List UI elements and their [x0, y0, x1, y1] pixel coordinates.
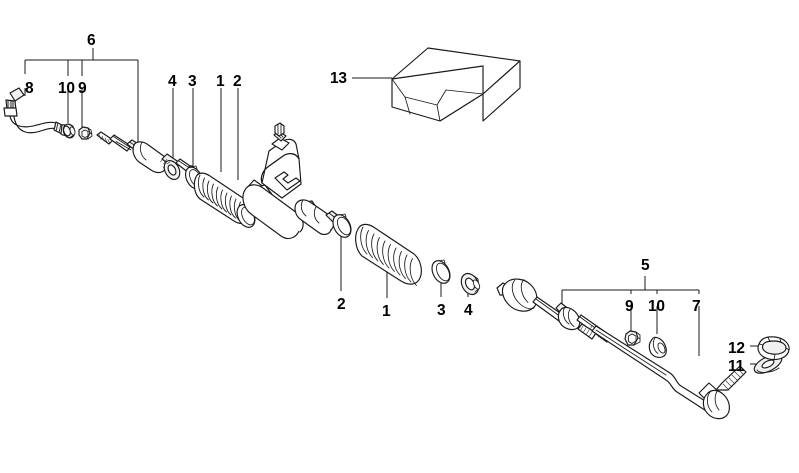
part-10-sleeve-left [62, 123, 76, 139]
part-1-bellows-lower [355, 223, 422, 286]
part-12-castle-nut [757, 336, 790, 361]
part-2-clamp-lower [332, 213, 352, 238]
part-3-clamp-lower [431, 259, 451, 284]
callout-6: 6 [87, 32, 96, 49]
callout-2-top: 2 [233, 73, 242, 90]
leaders-right-group [630, 306, 700, 356]
part-4-washer-lower [460, 272, 481, 296]
leaders-left-group [24, 88, 83, 128]
callout-4-bottom: 4 [464, 302, 473, 319]
part-7-outer-tie-rod [577, 323, 747, 420]
bracket-6 [24, 48, 139, 155]
part-10-sleeve-right [648, 336, 667, 358]
callout-12: 12 [728, 340, 745, 357]
callout-9-left: 9 [78, 80, 87, 97]
callout-10-left: 10 [58, 80, 75, 97]
bracket-5 [561, 276, 700, 306]
callout-8: 8 [25, 80, 34, 97]
callout-1-top: 1 [216, 73, 225, 90]
part-8-hydraulic-hose [3, 87, 70, 136]
callout-2-bottom: 2 [337, 296, 346, 313]
leaders-top-group [172, 88, 239, 180]
steering-rack-housing [242, 122, 346, 240]
callout-3-top: 3 [188, 73, 197, 90]
callout-5: 5 [641, 257, 650, 274]
callout-1-bottom: 1 [382, 303, 391, 320]
part-4-washer-upper [163, 160, 181, 180]
callout-7: 7 [692, 298, 701, 315]
part-6-inner-steering-rod [96, 131, 197, 175]
part-9-hexnut-left [78, 126, 93, 140]
callout-9-right: 9 [625, 298, 634, 315]
callout-3-bottom: 3 [437, 302, 446, 319]
callout-10-right: 10 [648, 298, 665, 315]
callout-13: 13 [330, 70, 347, 87]
part-9-hexnut-right [624, 330, 641, 346]
callout-11: 11 [728, 358, 744, 375]
part-13-repair-kit-box [391, 47, 521, 122]
callout-4-top: 4 [168, 73, 177, 90]
